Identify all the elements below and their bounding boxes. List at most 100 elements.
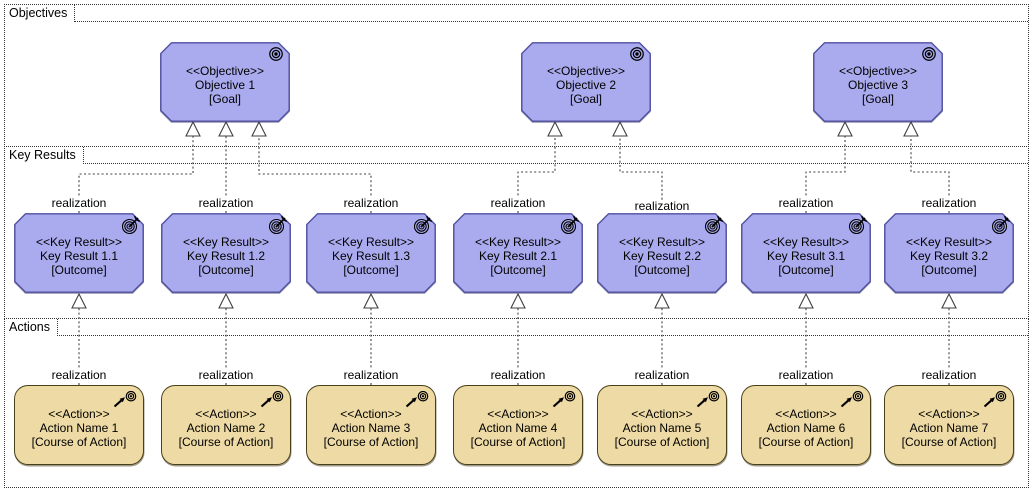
motivation-octagon-shape xyxy=(884,213,1014,293)
node-text: <<Key Result>> Key Result 1.2 [Outcome] xyxy=(161,213,291,293)
key-result-node-1-1[interactable]: <<Key Result>> Key Result 1.1 [Outcome] xyxy=(14,213,144,293)
lane-actions: Actions xyxy=(4,318,1029,488)
node-type: [Course of Action] xyxy=(901,435,997,449)
motivation-octagon-shape xyxy=(14,213,144,293)
key-result-node-1-3[interactable]: <<Key Result>> Key Result 1.3 [Outcome] xyxy=(306,213,436,293)
node-text: <<Action>> Action Name 6 [Course of Acti… xyxy=(742,386,870,464)
node-name: Key Result 1.1 xyxy=(39,249,119,263)
node-text: <<Action>> Action Name 7 [Course of Acti… xyxy=(885,386,1013,464)
node-stereotype: <<Objective>> xyxy=(838,64,918,78)
node-type: [Outcome] xyxy=(634,263,690,277)
node-stereotype: <<Action>> xyxy=(775,407,837,421)
node-name: Action Name 3 xyxy=(331,421,411,435)
key-result-node-1-2[interactable]: <<Key Result>> Key Result 1.2 [Outcome] xyxy=(161,213,291,293)
node-type: [Course of Action] xyxy=(31,435,127,449)
node-stereotype: <<Action>> xyxy=(631,407,693,421)
action-node-5[interactable]: <<Action>> Action Name 5 [Course of Acti… xyxy=(597,385,727,465)
node-type: [Goal] xyxy=(861,92,894,106)
node-stereotype: <<Objective>> xyxy=(546,64,626,78)
node-stereotype: <<Action>> xyxy=(195,407,257,421)
action-node-4[interactable]: <<Action>> Action Name 4 [Course of Acti… xyxy=(453,385,583,465)
node-name: Key Result 3.1 xyxy=(766,249,846,263)
lane-actions-header: Actions xyxy=(5,319,1028,336)
node-stereotype: <<Objective>> xyxy=(185,64,265,78)
node-stereotype: <<Key Result>> xyxy=(474,235,562,249)
node-stereotype: <<Key Result>> xyxy=(182,235,270,249)
node-text: <<Action>> Action Name 2 [Course of Acti… xyxy=(162,386,290,464)
node-name: Key Result 1.2 xyxy=(186,249,266,263)
node-text: <<Action>> Action Name 5 [Course of Acti… xyxy=(598,386,726,464)
action-node-1[interactable]: <<Action>> Action Name 1 [Course of Acti… xyxy=(14,385,144,465)
objective-node-3[interactable]: <<Objective>> Objective 3 [Goal] xyxy=(813,42,943,122)
node-stereotype: <<Key Result>> xyxy=(618,235,706,249)
lane-objectives-header: Objectives xyxy=(5,5,1028,22)
node-name: Action Name 2 xyxy=(186,421,266,435)
motivation-octagon-shape xyxy=(306,213,436,293)
node-stereotype: <<Action>> xyxy=(918,407,980,421)
node-type: [Course of Action] xyxy=(178,435,274,449)
node-type: [Outcome] xyxy=(778,263,834,277)
node-name: Objective 2 xyxy=(555,78,617,92)
action-node-3[interactable]: <<Action>> Action Name 3 [Course of Acti… xyxy=(306,385,436,465)
motivation-octagon-shape xyxy=(521,42,651,122)
node-text: <<Key Result>> Key Result 2.2 [Outcome] xyxy=(597,213,727,293)
node-type: [Goal] xyxy=(569,92,602,106)
node-type: [Course of Action] xyxy=(614,435,710,449)
node-type: [Course of Action] xyxy=(758,435,854,449)
node-text: <<Action>> Action Name 3 [Course of Acti… xyxy=(307,386,435,464)
node-type: [Outcome] xyxy=(490,263,546,277)
node-text: <<Key Result>> Key Result 1.3 [Outcome] xyxy=(306,213,436,293)
lane-actions-tab[interactable]: Actions xyxy=(5,319,58,336)
lane-objectives-tab[interactable]: Objectives xyxy=(5,5,76,22)
node-text: <<Key Result>> Key Result 3.1 [Outcome] xyxy=(741,213,871,293)
objective-node-2[interactable]: <<Objective>> Objective 2 [Goal] xyxy=(521,42,651,122)
node-name: Key Result 2.1 xyxy=(478,249,558,263)
node-type: [Goal] xyxy=(208,92,241,106)
node-type: [Outcome] xyxy=(198,263,254,277)
node-stereotype: <<Action>> xyxy=(340,407,402,421)
node-text: <<Key Result>> Key Result 3.2 [Outcome] xyxy=(884,213,1014,293)
motivation-octagon-shape xyxy=(453,213,583,293)
motivation-octagon-shape xyxy=(160,42,290,122)
node-type: [Course of Action] xyxy=(470,435,566,449)
key-result-node-3-1[interactable]: <<Key Result>> Key Result 3.1 [Outcome] xyxy=(741,213,871,293)
node-text: <<Key Result>> Key Result 1.1 [Outcome] xyxy=(14,213,144,293)
motivation-octagon-shape xyxy=(813,42,943,122)
key-result-node-3-2[interactable]: <<Key Result>> Key Result 3.2 [Outcome] xyxy=(884,213,1014,293)
node-name: Action Name 4 xyxy=(478,421,558,435)
key-result-node-2-1[interactable]: <<Key Result>> Key Result 2.1 [Outcome] xyxy=(453,213,583,293)
node-stereotype: <<Key Result>> xyxy=(35,235,123,249)
node-name: Action Name 7 xyxy=(909,421,989,435)
node-name: Key Result 3.2 xyxy=(909,249,989,263)
node-name: Action Name 5 xyxy=(622,421,702,435)
action-node-6[interactable]: <<Action>> Action Name 6 [Course of Acti… xyxy=(741,385,871,465)
node-stereotype: <<Key Result>> xyxy=(762,235,850,249)
node-stereotype: <<Key Result>> xyxy=(905,235,993,249)
motivation-octagon-shape xyxy=(597,213,727,293)
node-text: <<Objective>> Objective 1 [Goal] xyxy=(160,42,290,122)
node-text: <<Key Result>> Key Result 2.1 [Outcome] xyxy=(453,213,583,293)
node-name: Action Name 6 xyxy=(766,421,846,435)
node-name: Key Result 1.3 xyxy=(331,249,411,263)
motivation-octagon-shape xyxy=(741,213,871,293)
lane-key-results-header: Key Results xyxy=(5,147,1028,164)
objective-node-1[interactable]: <<Objective>> Objective 1 [Goal] xyxy=(160,42,290,122)
node-type: [Outcome] xyxy=(343,263,399,277)
action-node-2[interactable]: <<Action>> Action Name 2 [Course of Acti… xyxy=(161,385,291,465)
node-type: [Course of Action] xyxy=(323,435,419,449)
node-stereotype: <<Action>> xyxy=(487,407,549,421)
node-stereotype: <<Key Result>> xyxy=(327,235,415,249)
node-name: Objective 3 xyxy=(847,78,909,92)
node-stereotype: <<Action>> xyxy=(48,407,110,421)
node-type: [Outcome] xyxy=(51,263,107,277)
node-name: Action Name 1 xyxy=(39,421,119,435)
node-name: Key Result 2.2 xyxy=(622,249,702,263)
action-node-7[interactable]: <<Action>> Action Name 7 [Course of Acti… xyxy=(884,385,1014,465)
node-name: Objective 1 xyxy=(194,78,256,92)
node-type: [Outcome] xyxy=(921,263,977,277)
node-text: <<Objective>> Objective 3 [Goal] xyxy=(813,42,943,122)
key-result-node-2-2[interactable]: <<Key Result>> Key Result 2.2 [Outcome] xyxy=(597,213,727,293)
node-text: <<Objective>> Objective 2 [Goal] xyxy=(521,42,651,122)
lane-key-results-tab[interactable]: Key Results xyxy=(5,147,84,164)
